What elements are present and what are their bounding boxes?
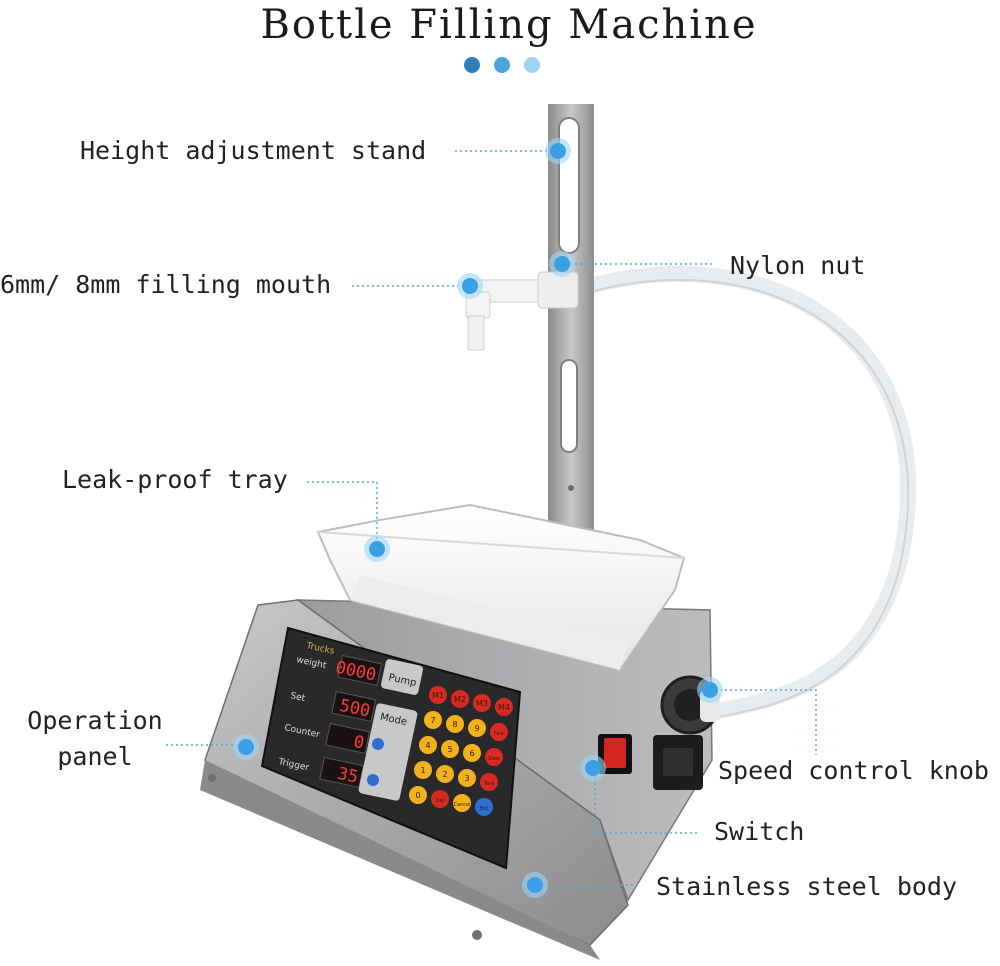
label-height-stand: Height adjustment stand	[80, 136, 427, 165]
panel-key	[468, 719, 486, 737]
marker-dot-icon	[554, 256, 570, 272]
marker-dot-icon	[527, 877, 543, 893]
panel-key	[480, 773, 498, 791]
panel-key	[431, 790, 449, 808]
panel-key-label: Del	[436, 798, 444, 804]
panel-key-label: 9	[474, 724, 479, 733]
panel-key-label: Fast	[494, 731, 504, 737]
panel-key-label: M3	[476, 699, 488, 708]
title-dots	[464, 57, 540, 73]
markers	[233, 138, 723, 898]
label-leak-tray: Leak-proof tray	[62, 465, 288, 494]
panel-row-value: 0	[352, 732, 366, 754]
page-title: Bottle Filling Machine	[260, 2, 758, 48]
title-dot-icon	[494, 57, 510, 73]
filling-mouth	[465, 271, 579, 351]
panel-key-label: 4	[425, 741, 430, 750]
panel-row-value: 35	[336, 764, 360, 788]
label-body: Stainless steel body	[656, 872, 958, 901]
marker-dot-icon	[462, 278, 478, 294]
panel-key-label: M2	[454, 695, 466, 704]
panel-key-label: Slow	[488, 756, 500, 762]
panel-key	[419, 736, 437, 754]
label-filling-mouth: 6mm/ 8mm filling mouth	[0, 270, 332, 299]
label-operation-panel-line2: panel	[57, 742, 133, 771]
panel-key	[458, 769, 476, 787]
panel-key-label: 7	[430, 716, 435, 725]
panel-key-label: 6	[469, 749, 474, 758]
panel-key-label: 1	[420, 766, 425, 775]
panel-key	[451, 690, 469, 708]
label-nylon-nut: Nylon nut	[730, 251, 866, 280]
panel-key-label: 0	[415, 791, 420, 800]
title-dot-icon	[524, 57, 540, 73]
panel-key-label: 5	[447, 745, 452, 754]
leak-proof-tray	[316, 503, 686, 672]
panel-key	[475, 798, 493, 816]
label-operation-panel-line1: Operation	[27, 706, 163, 735]
marker-dot-icon	[702, 682, 718, 698]
panel-key-label: Ent	[480, 806, 488, 812]
marker-dot-icon	[369, 541, 385, 557]
panel-key-label: Cancel	[454, 802, 471, 808]
panel-key	[495, 698, 513, 716]
panel-key	[473, 694, 491, 712]
panel-key	[414, 761, 432, 779]
panel-key-label: 3	[464, 774, 469, 783]
label-switch: Switch	[714, 817, 805, 846]
panel-key-label: M1	[432, 691, 444, 700]
panel-key	[490, 723, 508, 741]
title-dot-icon	[464, 57, 480, 73]
panel-key-label: 8	[452, 720, 457, 729]
leader-lines	[166, 150, 817, 886]
label-operation-panel: Operation panel	[20, 706, 170, 772]
panel-key	[436, 765, 454, 783]
panel-key-label: 2	[442, 770, 447, 779]
panel-row-label: Set	[289, 691, 306, 704]
marker-dot-icon	[238, 739, 254, 755]
panel-key	[409, 786, 427, 804]
panel-key	[441, 740, 459, 758]
label-speed-knob: Speed control knob	[718, 756, 989, 785]
panel-key	[429, 686, 447, 704]
panel-key	[453, 794, 471, 812]
panel-key-label: Tare	[483, 781, 494, 787]
panel-key	[424, 711, 442, 729]
marker-dot-icon	[585, 760, 601, 776]
panel-key-label: M4	[498, 703, 510, 712]
panel-key	[463, 744, 481, 762]
panel-key	[446, 715, 464, 733]
marker-dot-icon	[550, 143, 566, 159]
panel-key	[485, 748, 503, 766]
